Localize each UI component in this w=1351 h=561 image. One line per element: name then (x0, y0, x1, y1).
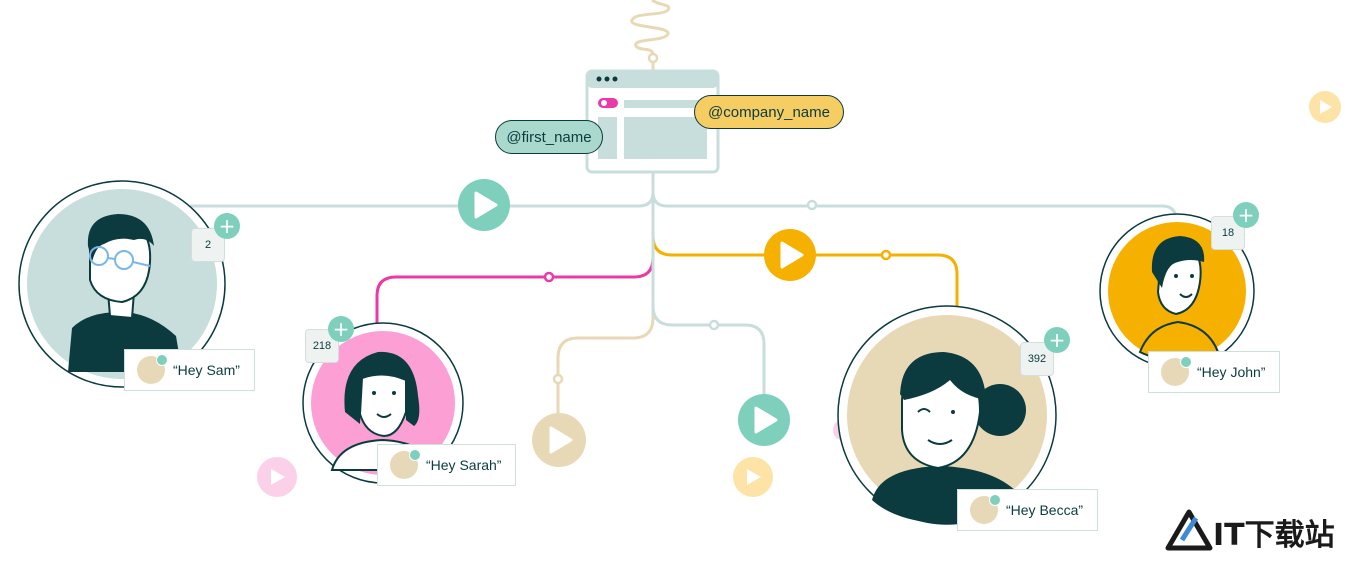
signal-squiggle (630, 0, 671, 57)
brand-logo-icon (1165, 509, 1213, 551)
add-sarah-button[interactable]: + (328, 316, 354, 342)
avatar-sam (18, 180, 226, 388)
play-icon-teal-top (458, 179, 510, 231)
squiggle-node (647, 52, 659, 64)
line-to-john (651, 172, 1178, 226)
variable-chip-company-name: @company_name (694, 95, 844, 129)
greeting-card-becca[interactable]: “Hey Becca” (957, 489, 1099, 531)
sender-avatar (970, 494, 1001, 524)
line-to-sarah (375, 172, 655, 326)
avatar-sarah (302, 322, 464, 484)
play-icon-pale-yellow-corner (1309, 91, 1341, 123)
brand-watermark: IT下载站 (1165, 510, 1335, 554)
greeting-card-sam[interactable]: “Hey Sam” (124, 349, 255, 391)
count-badge-sarah: 218 (305, 329, 339, 363)
variable-chip-first-name: @first_name (495, 120, 603, 154)
play-icon-pale-yellow (733, 457, 773, 497)
brand-text: IT下载站 (1213, 518, 1335, 553)
line-teal-branch (651, 172, 766, 396)
greeting-text: “Hey Becca” (1006, 502, 1084, 518)
avatar-becca (837, 305, 1057, 525)
sender-avatar (137, 354, 168, 384)
play-icon-pale-pink (257, 457, 297, 497)
line-to-sam (190, 172, 655, 208)
greeting-text: “Hey Sarah” (426, 457, 502, 473)
greeting-text: “Hey Sam” (173, 362, 240, 378)
sender-avatar (390, 449, 421, 479)
play-icon-yellow (764, 229, 816, 281)
play-icon-teal-bottom (738, 394, 790, 446)
avatar-john (1099, 213, 1255, 369)
greeting-text: “Hey John” (1197, 364, 1266, 380)
add-becca-button[interactable]: + (1044, 327, 1070, 353)
greeting-card-john[interactable]: “Hey John” (1148, 351, 1281, 393)
play-icon-sand (532, 413, 586, 467)
add-sam-button[interactable]: + (214, 213, 240, 239)
add-john-button[interactable]: + (1233, 202, 1259, 228)
sender-avatar (1161, 356, 1192, 386)
greeting-card-sarah[interactable]: “Hey Sarah” (377, 444, 517, 486)
line-sand-branch (556, 172, 655, 414)
